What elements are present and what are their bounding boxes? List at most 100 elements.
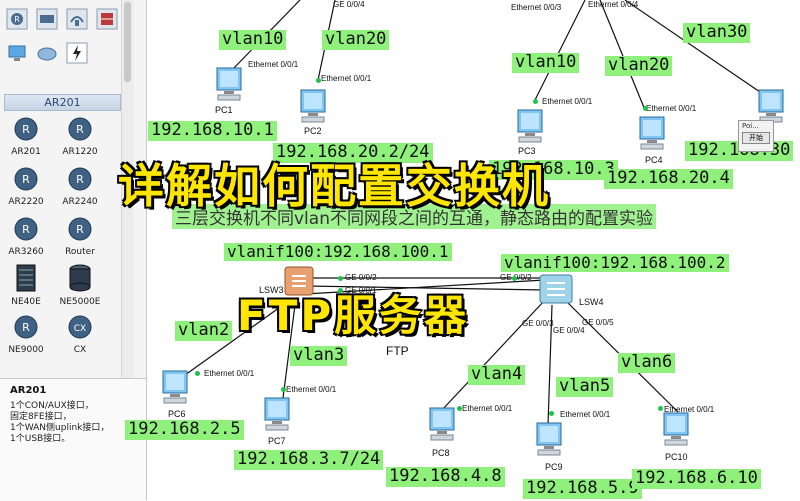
port-label: Ethernet 0/0/1 <box>286 385 337 394</box>
router-icon: R <box>14 167 38 191</box>
pc3-node[interactable] <box>513 108 547 146</box>
pc4-node[interactable] <box>635 115 669 153</box>
svg-text:R: R <box>14 15 20 24</box>
lsw3-node[interactable] <box>284 266 314 296</box>
pc5-node[interactable] <box>754 88 788 126</box>
firewall-category-icon[interactable] <box>96 8 118 30</box>
ip-label-pc8: 192.168.4.8 <box>386 466 505 487</box>
device-label: NE40E <box>11 297 41 307</box>
start-button[interactable]: 开始 <box>742 132 770 144</box>
svg-text:CX: CX <box>74 324 86 334</box>
svg-text:R: R <box>76 223 84 236</box>
pc10-node[interactable] <box>659 411 693 449</box>
port-label: Ethernet 0/0/1 <box>248 60 299 69</box>
port-status-dot <box>338 288 343 293</box>
device-ar2240[interactable]: R AR2240 <box>54 166 106 207</box>
port-status-dot <box>643 106 648 111</box>
pc1-node[interactable] <box>212 66 246 104</box>
switch-category-icon[interactable] <box>36 8 58 30</box>
port-status-dot <box>457 406 462 411</box>
link-lsw4-pc9 <box>547 304 553 426</box>
router-icon: R <box>68 167 92 191</box>
port-label: Ethernet 0/0/1 <box>542 97 593 106</box>
device-label: NE9000 <box>8 345 44 355</box>
device-palette: R AR201 R AR201 R AR1220 R AR2220 R <box>0 0 147 501</box>
context-popup: Poi... 开始 <box>738 120 774 152</box>
pc-icon <box>216 67 242 101</box>
video-subtitle: FTP服务器 <box>236 290 470 341</box>
device-ar201[interactable]: R AR201 <box>0 116 52 157</box>
svg-text:R: R <box>76 173 84 186</box>
device-label: NE5000E <box>59 297 101 307</box>
router-category-icon[interactable]: R <box>6 8 28 30</box>
link-pc3-upstream <box>534 0 586 101</box>
l3-switch-icon <box>284 266 314 296</box>
pc6-node[interactable] <box>158 369 192 407</box>
port-label: Ethernet 0/0/3 <box>511 3 562 12</box>
port-label: Ethernet 0/0/1 <box>321 74 372 83</box>
device-label: AR2240 <box>62 197 98 207</box>
svg-text:R: R <box>76 123 84 136</box>
port-label: Ethernet 0/0/1 <box>560 410 611 419</box>
port-label: Ethernet 0/0/1 <box>664 405 715 414</box>
port-label: GE 0/0/4 <box>553 326 585 335</box>
connection-category-icon[interactable] <box>66 42 88 64</box>
lsw4-name: LSW4 <box>579 297 604 307</box>
lsw3-name: LSW3 <box>259 285 284 295</box>
device-ne9000[interactable]: R NE9000 <box>0 314 52 355</box>
pc-icon <box>300 89 326 123</box>
port-status-dot <box>549 411 554 416</box>
cx-router-icon: CX <box>68 315 92 339</box>
pc10-name: PC10 <box>665 452 688 462</box>
pc-icon <box>639 116 665 150</box>
ip-label-pc10: 192.168.6.10 <box>632 468 761 489</box>
device-description-panel: AR201 1个CON/AUX接口， 固定8FE接口， 1个WAN侧uplink… <box>0 378 146 501</box>
pc7-node[interactable] <box>260 396 294 434</box>
svg-text:R: R <box>22 223 30 236</box>
scrollbar-thumb[interactable] <box>124 2 131 82</box>
port-status-dot <box>338 276 343 281</box>
router-icon: R <box>14 315 38 339</box>
description-body: 1个CON/AUX接口， 固定8FE接口， 1个WAN侧uplink接口， 1个… <box>10 401 110 444</box>
pc-category-icon[interactable] <box>6 42 28 64</box>
port-label: Ethernet 0/0/4 <box>588 0 639 9</box>
pc9-node[interactable] <box>532 421 566 459</box>
device-ne5000e[interactable]: NE5000E <box>54 264 106 307</box>
vlan-label-pc5: vlan30 <box>683 22 751 43</box>
device-router[interactable]: R Router <box>54 216 106 257</box>
link-pc4-upstream <box>599 0 646 111</box>
popup-item[interactable]: Poi... <box>742 122 759 130</box>
port-label: GE 0/0/3 <box>522 319 554 328</box>
pc8-node[interactable] <box>425 406 459 444</box>
device-ar3260[interactable]: R AR3260 <box>0 216 52 257</box>
port-status-dot <box>658 406 663 411</box>
svg-text:R: R <box>22 123 30 136</box>
device-ar2220[interactable]: R AR2220 <box>0 166 52 207</box>
device-label: AR1220 <box>62 147 98 157</box>
vlan-label-pc4: vlan20 <box>605 55 673 76</box>
cloud-category-icon[interactable] <box>36 42 58 64</box>
description-title: AR201 <box>10 385 47 396</box>
port-label: GE 0/0/1 <box>345 286 377 295</box>
link-lsw3-lsw4-b <box>304 285 546 291</box>
port-status-dot <box>316 78 321 83</box>
ip-label-pc7: 192.168.3.7/24 <box>234 449 384 470</box>
link-lsw3-pc7 <box>282 304 296 399</box>
router-icon: R <box>14 117 38 141</box>
port-label: GE 0/0/2 <box>345 273 377 282</box>
experiment-caption: 三层交换机不同vlan不同网段之间的互通，静态路由的配置实验 <box>172 204 656 229</box>
palette-scrollbar[interactable] <box>121 0 134 378</box>
vlan-label-pc7: vlan3 <box>290 345 348 366</box>
link-lsw3-lsw4-c <box>304 279 546 295</box>
pc3-name: PC3 <box>518 146 536 156</box>
lsw4-node[interactable] <box>539 274 573 304</box>
device-ne40e[interactable]: NE40E <box>0 264 52 307</box>
pc-icon <box>758 89 784 123</box>
wireless-category-icon[interactable] <box>66 8 88 30</box>
device-cx[interactable]: CX CX <box>54 314 106 355</box>
pc2-name: PC2 <box>304 126 322 136</box>
ip-label-pc6: 192.168.2.5 <box>125 419 244 440</box>
pc2-node[interactable] <box>296 88 330 126</box>
link-lsw3-pc6 <box>177 299 291 381</box>
device-ar1220[interactable]: R AR1220 <box>54 116 106 157</box>
